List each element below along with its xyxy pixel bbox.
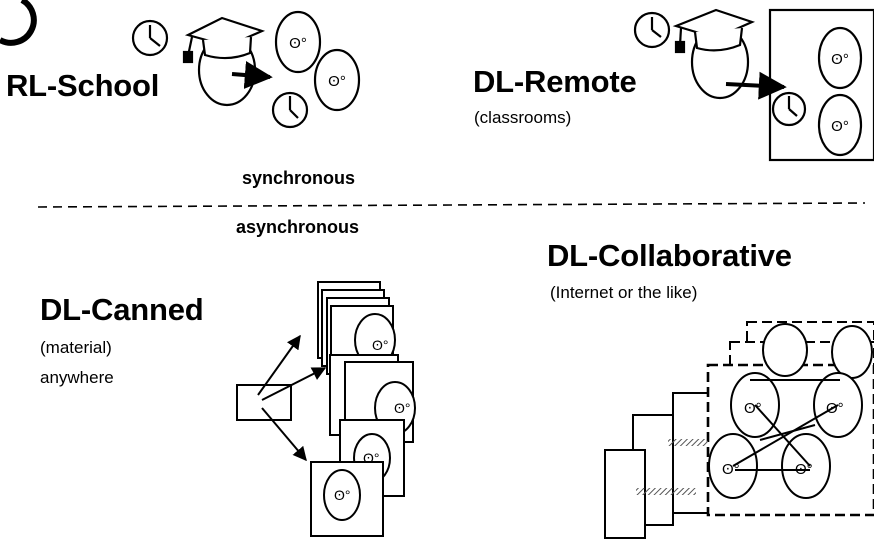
dl-collaborative-title: DL-Collaborative (547, 238, 792, 273)
dl-canned-subtitle: (material) (40, 338, 112, 357)
svg-text:ʘ°: ʘ° (826, 400, 844, 417)
graduation-cap-icon (672, 8, 756, 54)
svg-text:ʘ°: ʘ° (831, 51, 849, 68)
svg-text:ʘ°: ʘ° (831, 118, 849, 135)
rl-school-illustration: ʘ° ʘ° (131, 10, 361, 129)
svg-text:ʘ°: ʘ° (795, 461, 813, 478)
svg-text:ʘ°: ʘ° (363, 450, 380, 466)
document-icon (310, 461, 384, 537)
arrow-icon (231, 61, 273, 89)
svg-text:ʘ°: ʘ° (744, 400, 762, 417)
rl-school-title: RL-School (6, 68, 160, 103)
arrow-icon (261, 367, 327, 401)
graduation-cap-icon (182, 16, 266, 64)
arrow-icon (725, 71, 787, 100)
asynchronous-label: asynchronous (236, 217, 360, 237)
clock-icon (771, 91, 807, 127)
hatched-link-icon (636, 439, 708, 495)
dl-collaborative-subtitle: (Internet or the like) (550, 283, 698, 302)
student-face-icon: ʘ° (313, 48, 361, 112)
arrow-icon (257, 334, 301, 396)
svg-text:ʘ°: ʘ° (394, 400, 411, 416)
synchronous-label: synchronous (242, 168, 356, 188)
student-face-icon: ʘ° (817, 26, 863, 90)
dl-remote-illustration: ʘ° ʘ° (633, 8, 874, 162)
svg-text:ʘ°: ʘ° (372, 337, 389, 353)
student-face-icon: ʘ° (817, 93, 863, 157)
clock-icon (271, 91, 309, 129)
corner-circle-icon (0, 0, 37, 46)
svg-text:ʘ°: ʘ° (289, 35, 307, 52)
clock-icon (131, 19, 169, 57)
student-face-icon: ʘ° (274, 10, 322, 74)
network-link (732, 379, 840, 471)
clock-icon (633, 11, 671, 49)
arrow-icon (261, 407, 307, 462)
dl-remote-subtitle: (classrooms) (474, 108, 572, 127)
dl-canned-note: anywhere (40, 368, 114, 387)
dl-collaborative-illustration: ʘ° ʘ° ʘ° ʘ° (604, 321, 874, 539)
svg-text:ʘ°: ʘ° (334, 487, 351, 503)
svg-text:ʘ°: ʘ° (722, 461, 740, 478)
computer-tower-icon (604, 392, 712, 539)
dl-canned-title: DL-Canned (40, 292, 204, 327)
sync-async-divider (37, 202, 866, 208)
svg-text:ʘ°: ʘ° (328, 73, 346, 90)
dl-canned-illustration: ʘ° ʘ° ʘ° ʘ° (236, 281, 416, 537)
dl-remote-title: DL-Remote (473, 64, 637, 99)
